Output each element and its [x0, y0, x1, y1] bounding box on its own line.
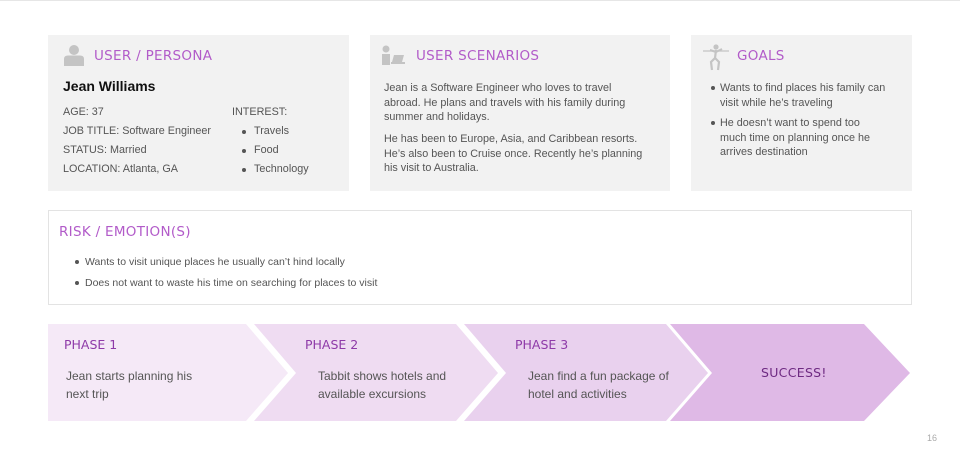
- persona-job: JOB TITLE: Software Engineer: [63, 125, 212, 137]
- phase-2-arrow: [254, 324, 498, 421]
- interest-item: Food: [232, 141, 309, 160]
- phase-2-title: PHASE 2: [305, 337, 359, 352]
- risk-item: Does not want to waste his time on searc…: [49, 273, 377, 295]
- goals-title: GOALS: [737, 48, 785, 64]
- persona-interests: INTEREST: Travels Food Technology: [232, 103, 309, 179]
- goals-card: GOALS Wants to find places his family ca…: [691, 35, 912, 191]
- scenario-paragraph-2: He has been to Europe, Asia, and Caribbe…: [384, 133, 643, 175]
- scenarios-title: USER SCENARIOS: [416, 48, 540, 64]
- scenario-paragraph-1: Jean is a Software Engineer who loves to…: [384, 82, 626, 124]
- goal-item: He doesn’t want to spend too much time o…: [691, 116, 912, 160]
- interest-item: Travels: [232, 122, 309, 141]
- scenarios-card: USER SCENARIOS Jean is a Software Engine…: [370, 35, 670, 191]
- persona-location: LOCATION: Atlanta, GA: [63, 163, 179, 175]
- success-arrow: [670, 324, 910, 421]
- phase-2-text: Tabbit shows hotels and available excurs…: [318, 369, 447, 401]
- persona-name: Jean Williams: [63, 78, 156, 94]
- persona-age: AGE: 37: [63, 106, 104, 118]
- interest-item: Technology: [232, 160, 309, 179]
- phase-1-text: Jean starts planning his next trip: [66, 369, 193, 401]
- success-label: SUCCESS!: [761, 365, 827, 380]
- runner-finish-icon: [703, 44, 729, 71]
- goal-item: Wants to find places his family can visi…: [691, 81, 912, 110]
- user-icon: [64, 45, 84, 66]
- persona-title: USER / PERSONA: [94, 48, 213, 64]
- persona-details: AGE: 37 JOB TITLE: Software Engineer STA…: [63, 103, 211, 179]
- persona-card: USER / PERSONA Jean Williams AGE: 37 JOB…: [48, 35, 349, 191]
- risk-card: RISK / EMOTION(S) Wants to visit unique …: [48, 210, 912, 305]
- risk-title: RISK / EMOTION(S): [59, 224, 191, 240]
- phase-3-arrow: [464, 324, 708, 421]
- persona-status: STATUS: Married: [63, 144, 147, 156]
- laptop-user-icon: [382, 45, 405, 65]
- interest-label: INTEREST:: [232, 106, 288, 118]
- top-divider: [0, 0, 960, 1]
- phase-1-title: PHASE 1: [64, 337, 118, 352]
- page-number: 16: [927, 433, 938, 443]
- journey-phases: [48, 324, 910, 421]
- risk-item: Wants to visit unique places he usually …: [49, 251, 377, 273]
- phase-3-text: Jean find a fun package of hotel and act…: [528, 369, 669, 401]
- phase-3-title: PHASE 3: [515, 337, 569, 352]
- phase-1-arrow: [48, 324, 288, 421]
